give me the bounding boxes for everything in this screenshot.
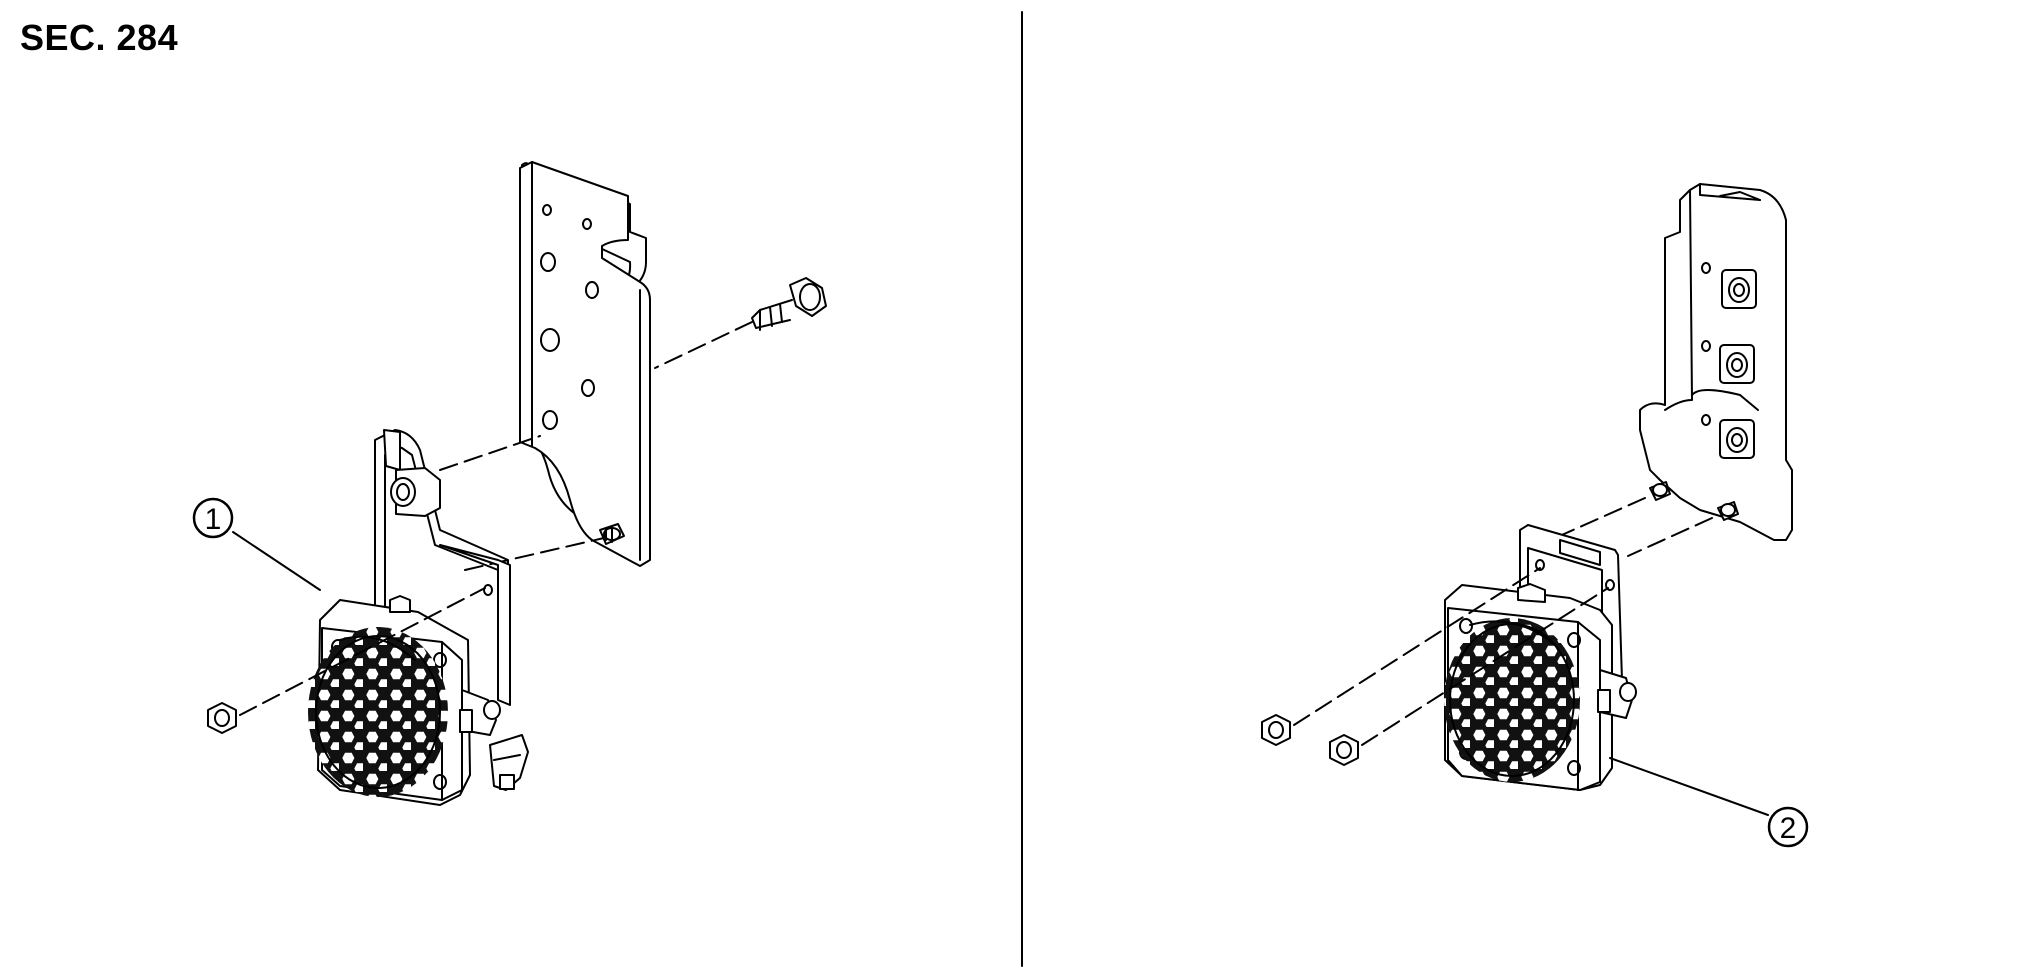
- callout-leader-2: [1609, 757, 1769, 816]
- right-assembly: [1261, 183, 1793, 816]
- left-assembly: [207, 161, 827, 806]
- holder-hole: [483, 584, 493, 596]
- assembly-line: [654, 321, 753, 369]
- bracket-hole: [540, 328, 560, 352]
- assembly-line: [1554, 497, 1646, 539]
- callout-2: 2: [1767, 806, 1809, 848]
- hex-nut: [207, 702, 237, 734]
- bracket-hole: [540, 252, 556, 272]
- holder-hole: [1535, 559, 1545, 571]
- bracket-hole: [585, 281, 599, 299]
- bracket-hole: [1701, 340, 1711, 352]
- distance-sensor-left: [308, 595, 529, 806]
- callout-1-label: 1: [205, 503, 222, 536]
- section-label: SEC. 284: [20, 17, 179, 58]
- clip-nut: [390, 467, 441, 517]
- assembly-line: [239, 587, 486, 716]
- callout-1: 1: [192, 497, 234, 539]
- bracket-hole: [1701, 262, 1711, 274]
- weld-nut: [1719, 344, 1755, 384]
- weld-nut: [1721, 269, 1757, 309]
- stud: [1717, 501, 1739, 521]
- hex-nut: [1329, 734, 1359, 766]
- callout-leader-1: [232, 531, 321, 591]
- holder-hole: [1605, 579, 1615, 591]
- bracket-hole: [582, 218, 592, 230]
- bracket-hole: [581, 379, 595, 397]
- weld-nut: [1719, 419, 1755, 459]
- bracket-hole: [542, 410, 558, 430]
- distance-sensor-right: [1444, 583, 1637, 791]
- assembly-line: [464, 537, 605, 571]
- hex-nut: [1261, 714, 1291, 746]
- bolt: [751, 277, 827, 331]
- bracket-hole: [542, 204, 552, 216]
- stud: [1649, 481, 1671, 501]
- stud: [599, 523, 625, 545]
- bracket-plate-left: [519, 161, 651, 567]
- assembly-line: [1361, 587, 1609, 746]
- assembly-line: [1293, 567, 1541, 726]
- assembly-line: [1627, 517, 1713, 557]
- bracket-hole: [1701, 414, 1711, 426]
- assembly-line: [439, 435, 541, 471]
- callout-2-label: 2: [1780, 812, 1797, 845]
